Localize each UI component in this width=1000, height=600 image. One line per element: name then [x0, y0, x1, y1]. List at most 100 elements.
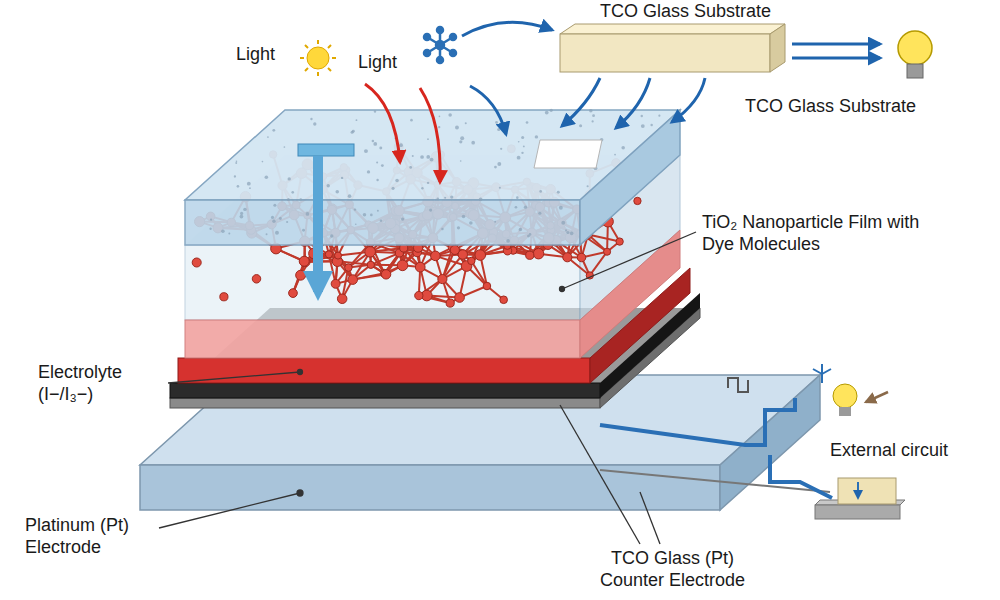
speckle	[381, 164, 384, 167]
speckle	[521, 152, 523, 154]
dye-particle	[299, 256, 309, 266]
sun-icon	[300, 40, 336, 76]
speckle	[240, 212, 243, 215]
contact-bar	[298, 144, 354, 156]
speckle	[376, 162, 378, 164]
speckle	[352, 130, 355, 133]
speckle	[376, 179, 378, 181]
speckle	[465, 122, 467, 124]
dye-particle	[300, 257, 310, 267]
speckle	[374, 110, 376, 112]
counter-electrode-plate	[140, 375, 820, 510]
dye-particle	[289, 289, 298, 298]
dye-particle	[335, 252, 342, 259]
leader-dot	[297, 490, 303, 496]
speckle	[249, 187, 251, 189]
speckle	[377, 210, 379, 212]
sun-rays	[300, 40, 336, 76]
dye-particle	[563, 253, 572, 262]
speckle	[521, 136, 524, 139]
speckle	[341, 177, 343, 179]
dye-particle	[616, 238, 623, 245]
speckle	[275, 231, 279, 235]
molecule-icon	[424, 27, 456, 63]
speckle	[380, 219, 382, 221]
speckle	[235, 162, 237, 164]
speckle	[364, 149, 368, 153]
dye-particle	[252, 275, 260, 283]
speckle	[262, 161, 264, 163]
speckle	[506, 239, 510, 243]
plate-side	[770, 24, 785, 72]
electron-flow-arrow	[313, 156, 323, 292]
dye-particle	[526, 251, 534, 259]
speckle	[310, 118, 312, 120]
speckle	[444, 197, 446, 199]
speckle	[410, 119, 413, 122]
speckle	[524, 206, 527, 209]
speckle	[441, 228, 443, 230]
speckle	[273, 204, 276, 207]
pointer-arrow	[866, 392, 888, 402]
speckle	[614, 154, 616, 156]
speckle	[426, 155, 430, 159]
speckle	[267, 136, 269, 138]
dye-particle	[397, 260, 408, 271]
speckle	[355, 223, 357, 225]
speckle	[469, 221, 473, 225]
light-ray	[365, 84, 400, 162]
speckle	[392, 187, 395, 190]
speckle	[658, 115, 660, 117]
speckle	[373, 142, 377, 146]
speckle	[228, 233, 230, 235]
speckle	[460, 160, 462, 162]
speckle	[527, 235, 530, 238]
speckle	[209, 228, 211, 230]
molecule-bonds	[427, 30, 453, 60]
part-label: TCO Glass Substrate	[600, 1, 820, 23]
speckle	[234, 175, 236, 177]
leader-dot	[298, 370, 303, 375]
speckle	[272, 129, 275, 132]
circuit-wire	[770, 455, 832, 498]
dye-particle	[192, 258, 201, 267]
speckle	[479, 198, 483, 202]
speckle	[412, 155, 414, 157]
speckle	[459, 140, 462, 143]
external-glass-plate	[560, 24, 785, 72]
part-label: Light	[236, 44, 296, 66]
dye-particle	[475, 250, 486, 261]
dye-particle	[483, 282, 491, 290]
particle-bond	[471, 261, 487, 286]
dye-particle	[446, 299, 454, 307]
atom	[436, 41, 444, 49]
speckle	[401, 217, 404, 220]
speckle	[650, 124, 652, 126]
speckle	[354, 208, 356, 210]
part-label: Platinum (Pt) Electrode	[25, 515, 155, 558]
speckle	[271, 216, 274, 219]
dye-particle	[325, 251, 332, 258]
contact-tab	[534, 140, 602, 168]
speckle	[409, 166, 412, 169]
flow-arrow	[562, 78, 600, 126]
dye-particle	[296, 270, 306, 280]
speckle	[539, 190, 542, 193]
flow-arrow	[616, 78, 650, 128]
speckle	[302, 229, 305, 232]
dye-particle	[577, 253, 585, 261]
dye-particle	[450, 245, 459, 254]
speckle	[550, 109, 553, 112]
speckle	[399, 143, 403, 147]
light-ray	[420, 88, 440, 182]
part-label: TiO₂ Nanoparticle Film with Dye Molecule…	[702, 212, 937, 255]
small-bulb-base	[839, 407, 851, 416]
speckle	[247, 182, 251, 186]
electrolyte-layer	[185, 230, 680, 358]
atom	[437, 27, 443, 33]
speckle	[243, 208, 246, 211]
dye-particle	[431, 251, 441, 261]
dye-particle	[337, 294, 347, 304]
block	[838, 478, 896, 504]
